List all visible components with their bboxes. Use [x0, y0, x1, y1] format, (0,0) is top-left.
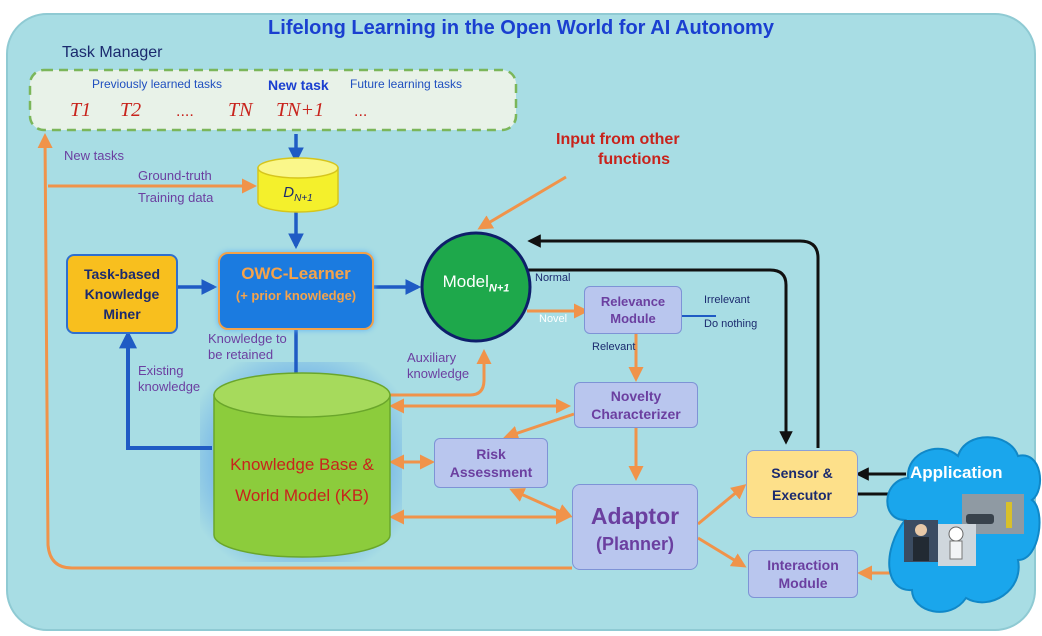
dataset-label: DN+1: [258, 184, 338, 204]
risk-assessment-box: Risk Assessment: [434, 438, 548, 488]
knowledge-miner-box: Task-based Knowledge Miner: [66, 254, 178, 334]
interaction-module-box: Interaction Module: [748, 550, 858, 598]
adaptor-label-2: (Planner): [595, 534, 674, 554]
adaptor-to-task-manager-arrow: [37, 133, 572, 570]
diagram-title: Lifelong Learning in the Open World for …: [268, 17, 774, 39]
novelty-characterizer-box: Novelty Characterizer: [574, 382, 698, 428]
input-other-arrow: [477, 175, 567, 230]
relevance-module-box: Relevance Module: [584, 286, 682, 334]
dataset-label-sub: N+1: [294, 193, 313, 204]
kb-to-miner-arrow: [119, 330, 212, 450]
task-t2: T2: [120, 99, 142, 121]
interaction-module-label: Interaction Module: [767, 557, 839, 591]
relevance-module-label: Relevance Module: [600, 294, 666, 326]
future-tasks-label: Future learning tasks: [350, 77, 463, 91]
owc-learner-sub: (+ prior knowledge): [235, 288, 357, 303]
new-tasks-label: New tasks: [64, 148, 124, 163]
model-to-sensor-arrow: [525, 268, 793, 445]
owc-learner-title: OWC-Learner: [241, 264, 351, 283]
previously-learned-label: Previously learned tasks: [92, 77, 223, 91]
new-task-label: New task: [268, 77, 329, 93]
model-label-sub: N+1: [488, 282, 510, 295]
input-other-label-2: functions: [598, 151, 670, 168]
auxiliary-label-1: Auxiliary: [407, 350, 457, 365]
knowledge-retained-label-2: be retained: [208, 347, 274, 362]
model-label: ModelN+1: [430, 272, 522, 294]
sensor-to-model-arrow: [527, 234, 820, 448]
input-other-label-1: Input from other: [556, 131, 680, 148]
adaptor-sensor-arrow: [697, 484, 747, 526]
auxiliary-arrow: [388, 349, 492, 397]
knowledge-miner-label: Task-based Knowledge Miner: [84, 266, 160, 322]
sensor-executor-label: Sensor & Executor: [771, 465, 833, 503]
normal-label: Normal: [535, 272, 571, 284]
dataset-label-main: D: [283, 184, 295, 201]
task-t1: T1: [70, 99, 92, 121]
adaptor-interaction-arrow: [697, 536, 747, 568]
adaptor-label-1: Adaptor: [590, 503, 680, 529]
sensor-executor-box: Sensor & Executor: [746, 450, 858, 518]
task-ellipsis-1: ....: [176, 103, 194, 120]
owc-learner-box: OWC-Learner (+ prior knowledge): [218, 252, 374, 330]
training-data-label: Training data: [138, 190, 214, 205]
novelty-characterizer-label: Novelty Characterizer: [591, 388, 681, 422]
novelty-risk-arrow: [503, 412, 575, 441]
model-label-main: Model: [442, 272, 489, 291]
kb-label-1: Knowledge Base &: [230, 455, 374, 474]
task-manager-box: [28, 68, 518, 132]
novel-label: Novel: [539, 313, 568, 325]
task-tn: TN: [228, 99, 253, 121]
knowledge-retained-label-1: Knowledge to: [208, 331, 287, 346]
knowledge-base-cylinder: [213, 372, 391, 558]
ground-truth-label: Ground-truth: [138, 168, 212, 183]
do-nothing-label: Do nothing: [704, 318, 758, 330]
auxiliary-label-2: knowledge: [407, 366, 470, 381]
risk-assessment-label: Risk Assessment: [449, 446, 533, 480]
dataset-cylinder: [257, 157, 339, 213]
task-manager-label: Task Manager: [62, 44, 163, 61]
existing-knowledge-label-1: Existing: [138, 363, 184, 378]
task-ellipsis-2: ...: [354, 103, 368, 120]
kb-label-2: World Model (KB): [235, 486, 369, 505]
existing-knowledge-label-2: knowledge: [138, 379, 201, 394]
irrelevant-label: Irrelevant: [704, 294, 750, 306]
model-circle: [420, 231, 532, 343]
application-label: Application: [910, 463, 1003, 482]
task-tn1: TN+1: [276, 99, 324, 121]
adaptor-box: Adaptor (Planner): [572, 484, 698, 570]
relevant-label: Relevant: [592, 341, 636, 353]
